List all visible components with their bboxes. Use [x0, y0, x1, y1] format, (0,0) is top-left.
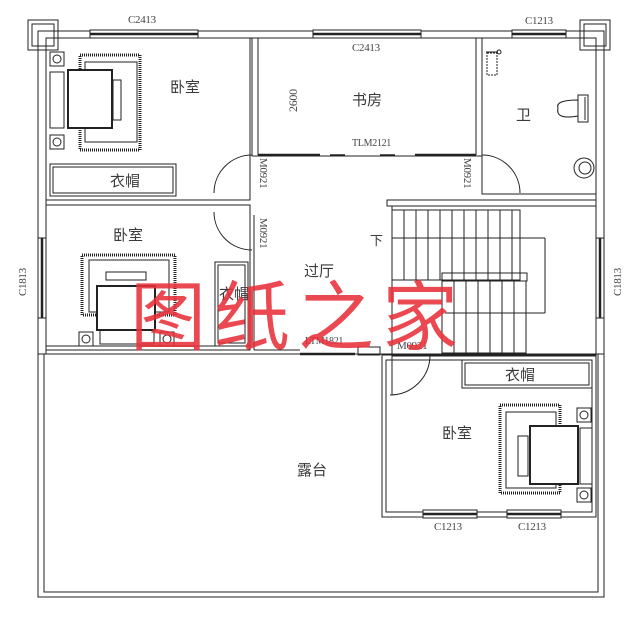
room-label-bathroom: 卫 [516, 106, 532, 124]
window-label-c1213-top: C1213 [525, 15, 553, 27]
door-swing-bedroom-w [213, 211, 253, 251]
watermark: 图纸之家 [130, 273, 466, 362]
wardrobe-w [214, 261, 249, 347]
study-dimension-2600: 2600 [286, 89, 300, 112]
wardrobe-label-w: 衣帽 [219, 285, 250, 303]
wardrobe-se [461, 359, 593, 389]
stair-direction-label: 下 [370, 234, 384, 249]
bed-icon [498, 403, 593, 503]
wardrobe-label-nw: 衣帽 [110, 172, 141, 190]
room-label-terrace: 露台 [297, 461, 328, 479]
door-label-ltm1821: LTM1821 [305, 336, 344, 347]
bed-icon [78, 253, 177, 347]
corner-post-ne [579, 19, 611, 51]
door-label-m0921-bathroom: M0921 [461, 158, 473, 189]
window-label-c1213-bottom-1: C1213 [434, 521, 462, 533]
shower-icon [486, 49, 502, 76]
bed-icon [49, 51, 142, 152]
door-swing-bedroom-nw [213, 154, 253, 194]
wardrobe-label-se: 衣帽 [505, 366, 536, 384]
room-label-bedroom-nw: 卧室 [170, 78, 201, 96]
window-label-c2413-study: C2413 [352, 42, 380, 54]
room-label-bedroom-se: 卧室 [442, 424, 473, 442]
room-label-hall: 过厅 [304, 262, 335, 280]
door-label-m0921-bedroom-nw: M0921 [257, 158, 269, 189]
room-label-bedroom-w: 卧室 [113, 226, 144, 244]
window-label-c1213-bottom-2: C1213 [518, 521, 546, 533]
door-swing-bathroom [481, 154, 521, 194]
sink-icon [573, 157, 595, 179]
window-label-c1813-right: C1813 [612, 268, 624, 296]
door-label-tlm2121: TLM2121 [352, 138, 392, 149]
room-label-study: 书房 [352, 91, 383, 109]
door-label-m0921-bedroom-se: M0921 [397, 340, 428, 352]
door-swing-bedroom-se [389, 355, 431, 396]
window-label-c2413-left: C2413 [128, 14, 156, 26]
door-label-m0921-bedroom-w: M0921 [257, 218, 269, 249]
wardrobe-nw [49, 163, 177, 197]
staircase [386, 199, 597, 357]
window-label-c1813-left: C1813 [17, 268, 29, 296]
corner-post-nw [27, 19, 59, 51]
toilet-icon [557, 94, 589, 123]
